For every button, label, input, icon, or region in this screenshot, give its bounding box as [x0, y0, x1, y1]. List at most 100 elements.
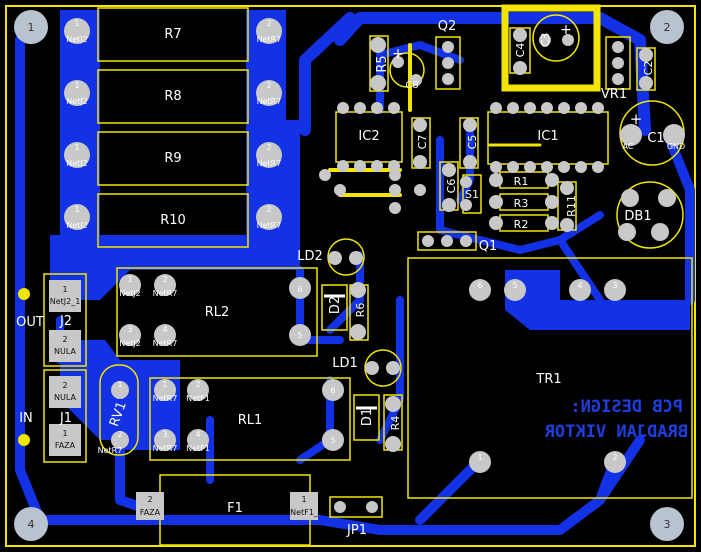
pad-num-6: 6	[330, 386, 335, 395]
pad-num-1: 1	[74, 19, 79, 28]
pad-net-netr7: NetR7	[257, 97, 282, 106]
ic1-label: IC1	[537, 129, 558, 144]
pad-num-2: 2	[147, 495, 152, 504]
mounting-holes: 1 2 3 4	[14, 10, 684, 541]
pad-num-1: 1	[162, 380, 167, 389]
mounting-hole-3	[650, 507, 684, 541]
pad-num-1: 1	[127, 275, 132, 284]
c3-label: C3	[539, 33, 552, 48]
tr1-pad-labels: 6 5 4 3 1 2	[477, 281, 617, 462]
pad-num-1: 1	[301, 495, 306, 504]
r6-label: R6	[354, 303, 367, 318]
vr1-label: VR1	[601, 87, 627, 102]
pad-net-netj2: NetJ2	[119, 339, 141, 348]
pad-num-5: 5	[297, 331, 302, 340]
pad-num-6: 6	[297, 285, 302, 294]
ic2-body	[335, 111, 403, 163]
ld2-body	[327, 238, 365, 276]
r5-label: R5	[375, 55, 390, 72]
c8-body	[389, 52, 425, 88]
pad-num-2: 2	[162, 275, 167, 284]
top-traces	[328, 4, 601, 197]
pad-num-1: 1	[74, 81, 79, 90]
q1-body	[417, 231, 477, 251]
net-pour-j1	[60, 340, 150, 440]
pad-num-2: 2	[266, 19, 271, 28]
mounting-hole-2	[650, 10, 684, 44]
r5-body	[369, 35, 389, 92]
c2-label: C2	[642, 61, 655, 76]
c1-plus: +	[630, 110, 643, 128]
j2-label: J2	[59, 314, 72, 329]
r9-label: R9	[164, 151, 181, 166]
pad-num-2: 2	[62, 381, 67, 390]
hole-label-1: 1	[28, 21, 35, 34]
vr1-frame	[501, 4, 601, 92]
c4-label: C4	[514, 43, 527, 58]
rl1-label: RL1	[238, 413, 263, 428]
r7-body	[97, 7, 249, 62]
pad-net-netr7: NetR7	[153, 394, 178, 403]
pad-num-1: 1	[62, 429, 67, 438]
pad-num-6: 6	[477, 281, 482, 290]
pad-net-netr7: NetR7	[257, 159, 282, 168]
r3-label: R3	[514, 197, 529, 210]
q2-body	[435, 36, 461, 90]
r4-label: R4	[389, 416, 402, 431]
d1-label: D1	[360, 408, 375, 426]
c8-plus: +	[392, 46, 404, 62]
rl2-body	[116, 267, 318, 357]
pad-net-netr7: NetR7	[98, 446, 123, 455]
pad-num-3: 3	[162, 430, 167, 439]
pad-num-1: 1	[74, 205, 79, 214]
net-pour-mid	[248, 120, 300, 260]
c3-plus: +	[560, 22, 572, 38]
netj2-bus	[60, 10, 100, 240]
s1-label: S1	[465, 188, 479, 201]
pad-num-2: 2	[266, 143, 271, 152]
jp1-label: JP1	[346, 523, 367, 538]
pad-num-5: 5	[330, 436, 335, 445]
designer-name-text: BRADJAN VIKTOR	[544, 422, 688, 442]
connector-pad-labels: 1 NetJ2_1 2 NULA 2 NULA 1 FAZA	[50, 285, 81, 450]
mounting-hole-4	[14, 507, 48, 541]
hole-label-3: 3	[664, 518, 671, 531]
rl1-pad-labels: 1 NetR7 2 NetF1 3 NetR7 4 NetF1 6 5	[153, 380, 336, 453]
tr1-body	[407, 257, 693, 499]
pad-num-1: 1	[74, 143, 79, 152]
r8-body	[97, 69, 249, 124]
pad-net-netr7: NetR7	[153, 339, 178, 348]
pad-net-netr7: NetR7	[153, 289, 178, 298]
diode-bars	[324, 294, 377, 410]
pad-num-3: 3	[612, 281, 617, 290]
r10-body	[97, 193, 249, 248]
r1-label: R1	[514, 175, 529, 188]
pads	[49, 18, 685, 520]
pad-net-faza: FAZA	[140, 508, 161, 517]
c6-label: C6	[445, 179, 458, 194]
ld1-label: LD1	[332, 356, 358, 371]
pad-num-4: 4	[577, 281, 582, 290]
pad-net-netj2: NetJ2	[66, 35, 88, 44]
r8-label: R8	[164, 89, 181, 104]
pad-net-netr7: NetR7	[153, 444, 178, 453]
d2-label: D2	[328, 296, 343, 314]
hole-label-4: 4	[28, 518, 35, 531]
vr1-body	[605, 36, 631, 90]
pad-net-nula: NULA	[54, 393, 76, 402]
pad-net-netr7: NetR7	[257, 35, 282, 44]
r10-label: R10	[160, 213, 186, 228]
rv1-body	[99, 364, 139, 456]
c1-pin-ac: AC	[623, 142, 634, 151]
pad-num-4: 4	[195, 430, 200, 439]
pad-net-netj2: NetJ2	[66, 97, 88, 106]
db1-label: DB1	[624, 209, 651, 224]
pad-num-2: 2	[62, 335, 67, 344]
j1-body	[43, 369, 87, 463]
f1-label: F1	[227, 501, 243, 516]
ld2-label: LD2	[297, 249, 323, 264]
ic2-label: IC2	[358, 129, 379, 144]
pad-net-netf1: NetF1	[186, 394, 210, 403]
pad-num-3: 3	[127, 325, 132, 334]
